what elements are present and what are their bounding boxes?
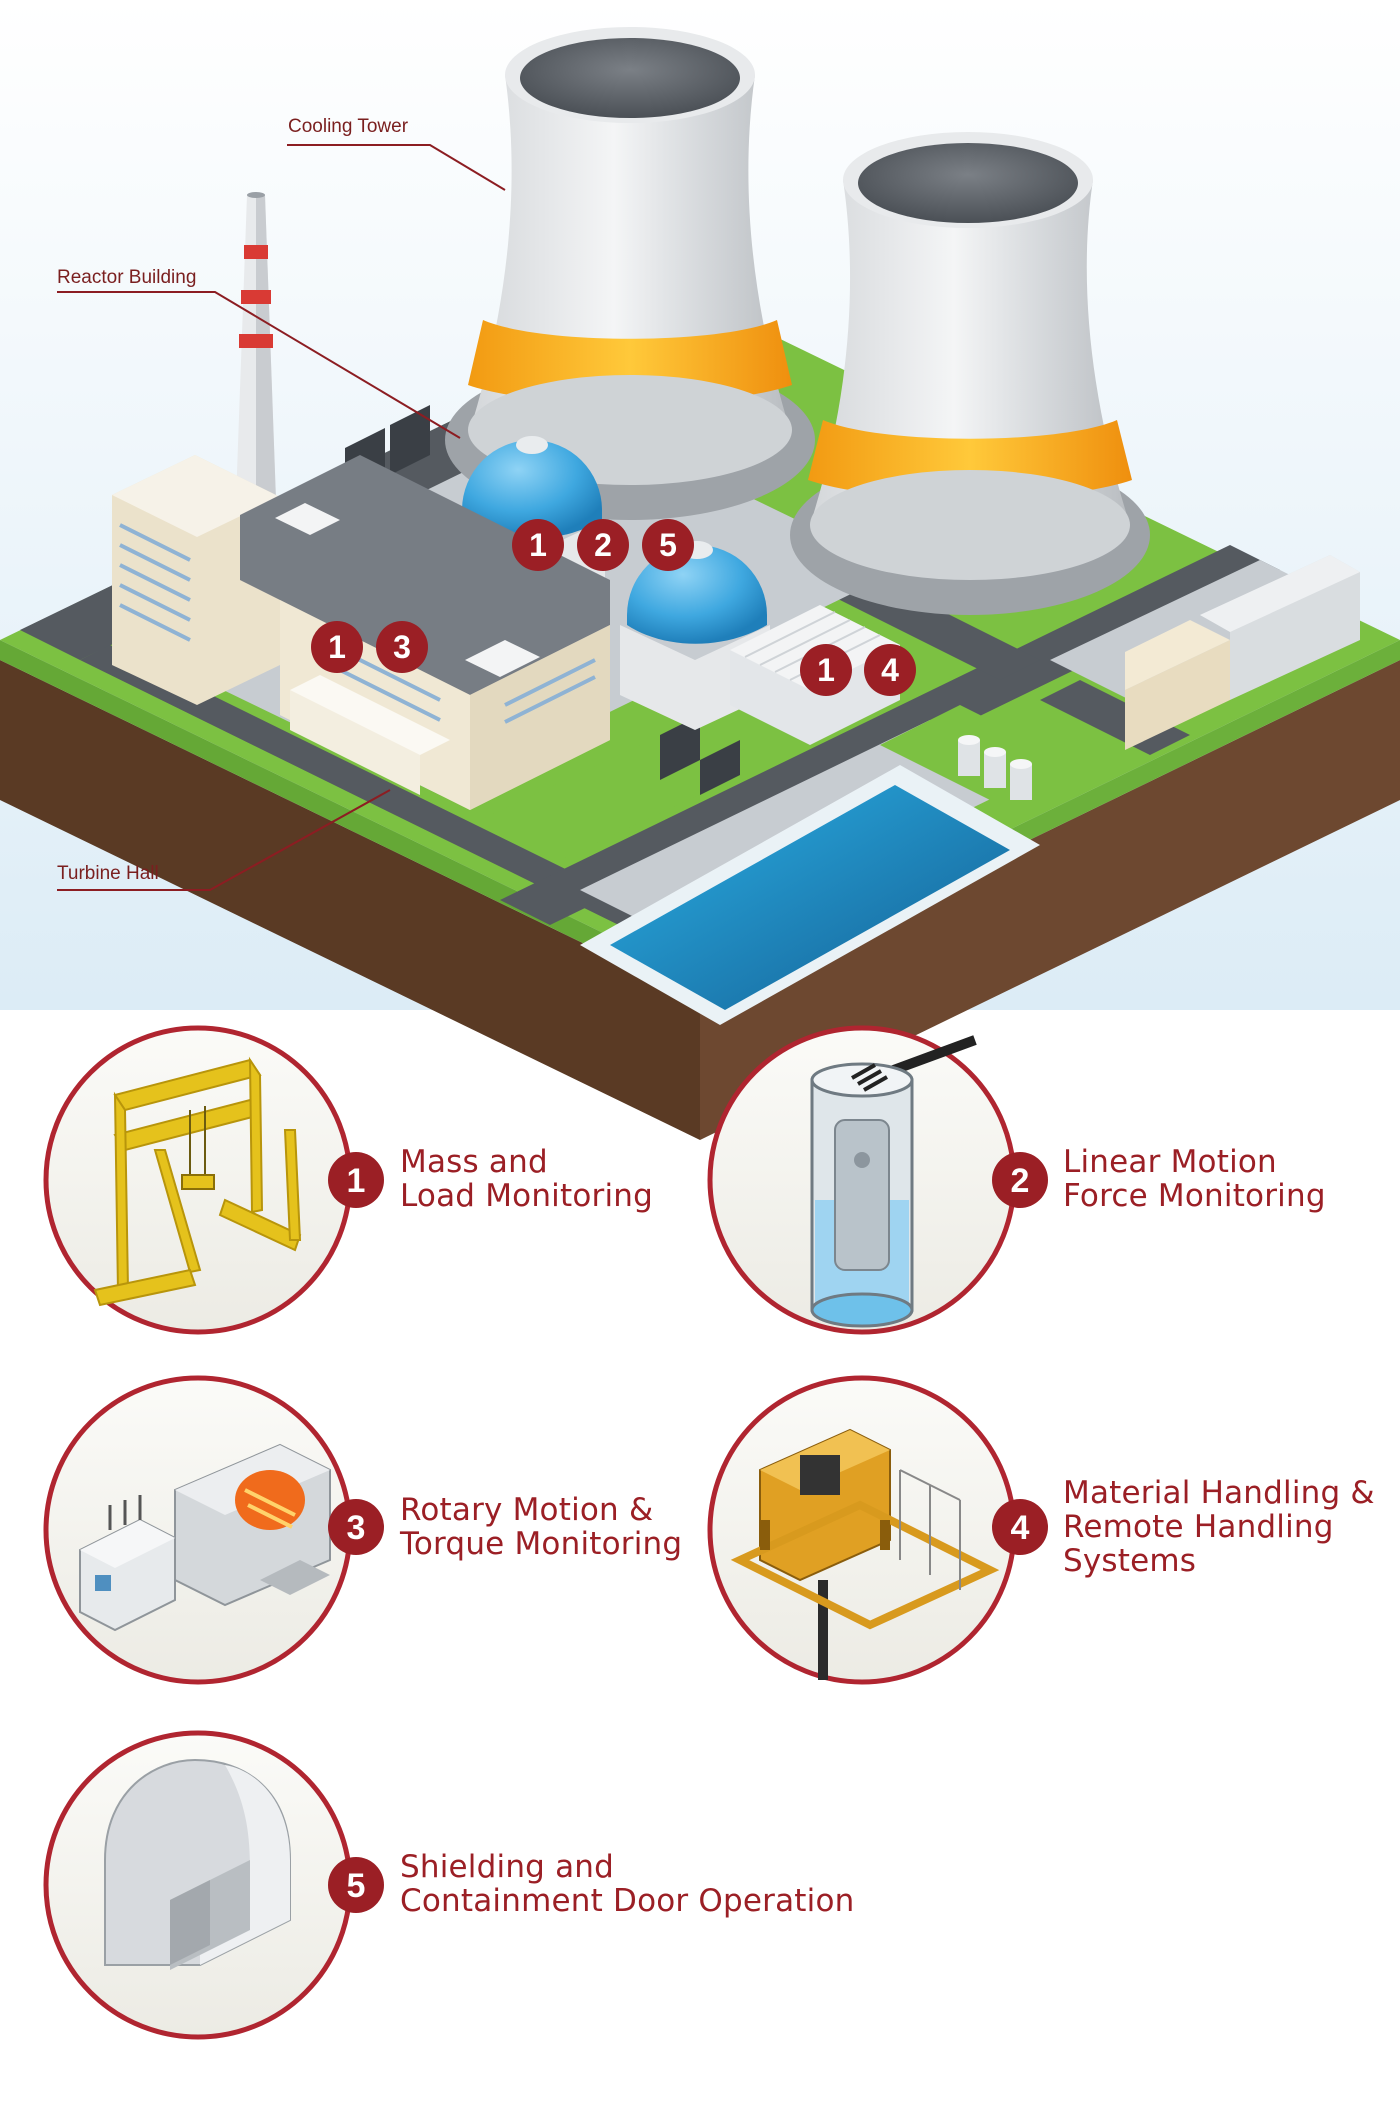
cooling-tower-2 [790,132,1150,615]
legend-label-5: Shielding and Containment Door Operation [400,1849,855,1919]
callout-reactor-building: Reactor Building [57,267,197,288]
warehouses [1125,555,1360,750]
legend-badge-3: 3 [328,1499,384,1555]
svg-text:1: 1 [328,629,346,665]
legend-badges: 1 2 3 4 5 [328,1152,1048,1913]
callout-lines [57,144,506,891]
legend-badge-4: 4 [992,1499,1048,1555]
callout-cooling-tower: Cooling Tower [288,116,409,137]
svg-text:3: 3 [347,1509,366,1547]
legend-label-4: Material Handling & Remote Handling Syst… [1063,1475,1375,1579]
chimney [236,192,276,500]
cooling-pool [580,765,1040,1025]
map-badge: 3 [376,621,428,673]
svg-text:5: 5 [347,1867,366,1905]
svg-text:4: 4 [881,652,899,688]
reactor-vessel-icon [810,1035,977,1328]
map-badges: 1 2 5 1 3 1 4 [311,519,916,696]
svg-text:1: 1 [347,1162,366,1200]
legend-circle-2 [707,1025,1017,1335]
svg-text:1: 1 [529,527,547,563]
map-badge: 1 [512,519,564,571]
legend-badge-2: 2 [992,1152,1048,1208]
legend-label-3: Rotary Motion & Torque Monitoring [400,1492,683,1562]
storage-tanks [958,735,1032,800]
legend-circle-5 [43,1730,353,2040]
turbine-hall [112,455,610,810]
map-badge: 1 [800,644,852,696]
legend-circle-3 [43,1375,353,1685]
legend-label-1: Mass and Load Monitoring [400,1144,653,1214]
svg-text:3: 3 [393,629,411,665]
legend-badge-1: 1 [328,1152,384,1208]
containment-door-icon [104,1758,291,1970]
map-badge: 1 [311,621,363,673]
handling-platform-icon [730,1428,1000,1680]
legend-circle-4 [707,1375,1017,1685]
map-badge: 2 [577,519,629,571]
legend-label-2: Linear Motion Force Monitoring [1063,1144,1326,1214]
callout-turbine-hall: Turbine Hall [57,863,159,884]
svg-text:2: 2 [1011,1162,1030,1200]
turbine-generator-icon [79,1443,331,1632]
svg-text:2: 2 [594,527,612,563]
gantry-crane-icon [93,1056,302,1307]
legend-circle-1 [43,1025,353,1335]
map-badge: 5 [642,519,694,571]
map-badge: 4 [864,644,916,696]
svg-text:4: 4 [1011,1509,1030,1547]
svg-text:5: 5 [659,527,677,563]
svg-text:1: 1 [817,652,835,688]
legend-badge-5: 5 [328,1857,384,1913]
